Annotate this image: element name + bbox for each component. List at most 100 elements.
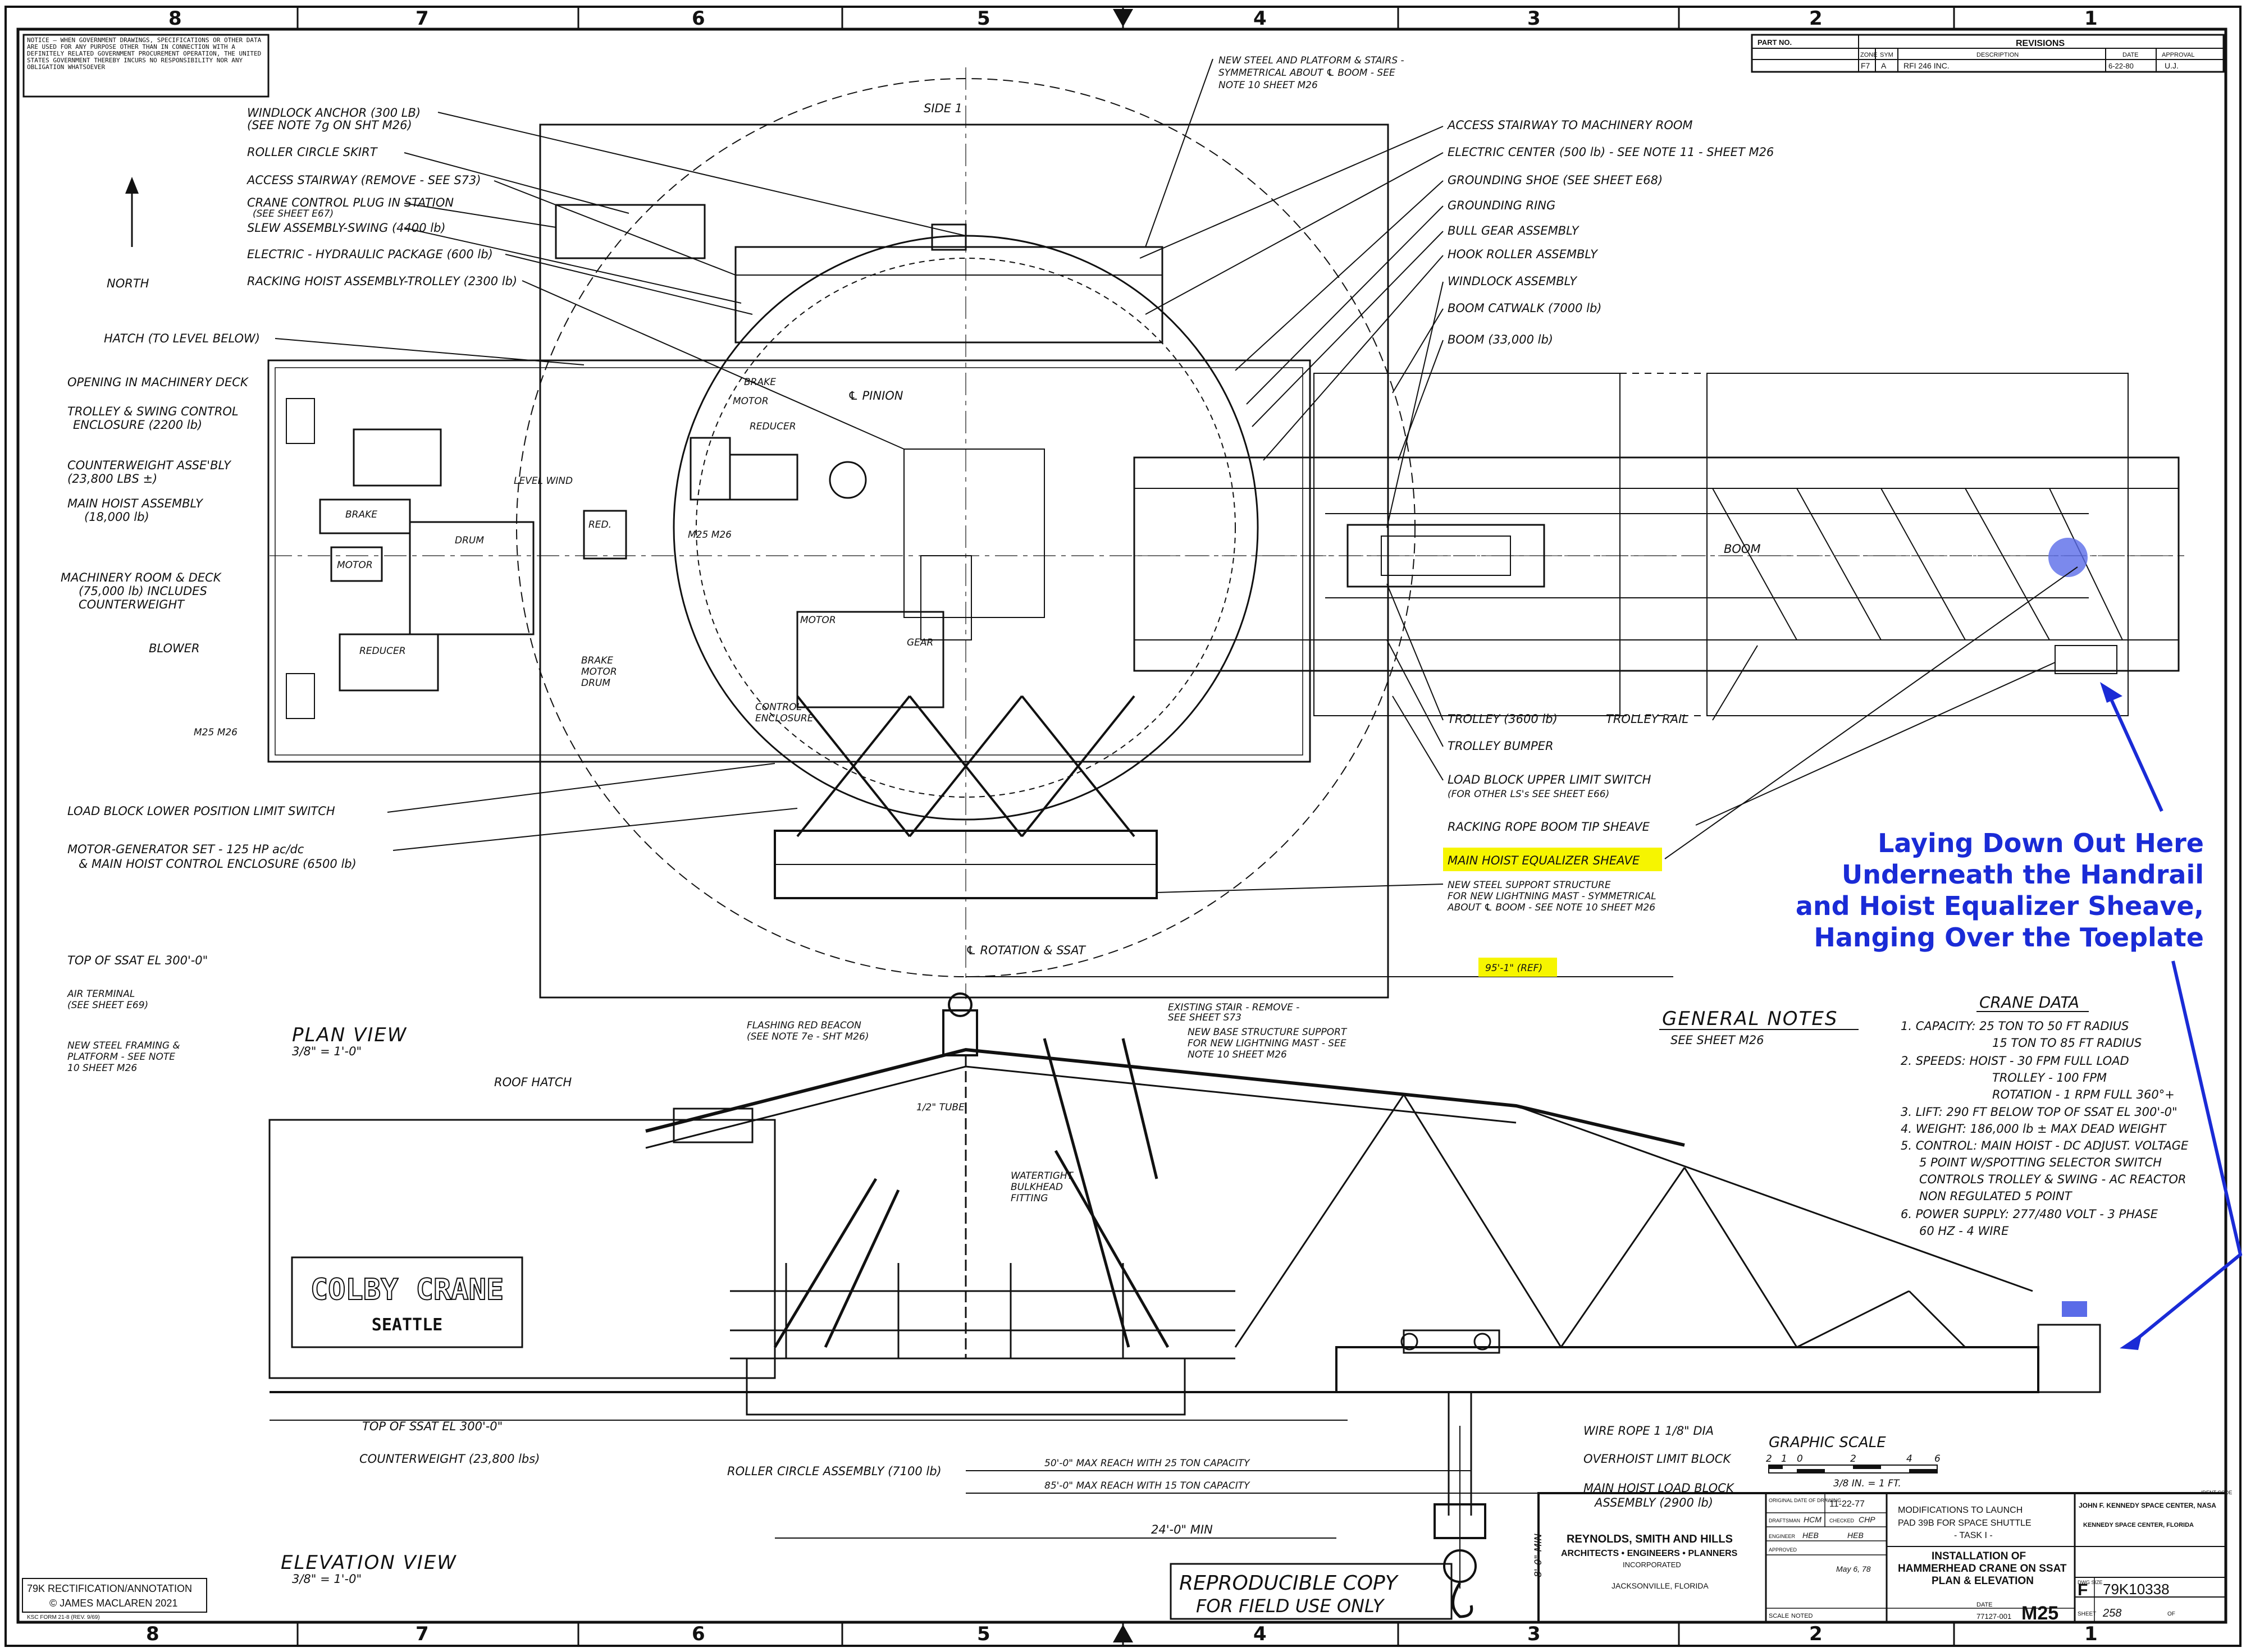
scale-tick: 6 bbox=[1934, 1453, 1941, 1465]
form-number: KSC FORM 21-8 (REV. 9/69) bbox=[27, 1614, 100, 1621]
crane-data-line: 15 TON TO 85 FT RADIUS bbox=[1992, 1036, 2142, 1050]
boom-elevation bbox=[1335, 1346, 2039, 1393]
callout: TROLLEY BUMPER bbox=[1448, 739, 1554, 753]
rev-zone: F7 bbox=[1861, 61, 1870, 70]
callout: (18,000 lb) bbox=[84, 510, 149, 524]
rotation-center-label: ℄ ROTATION & SSAT bbox=[966, 944, 1087, 957]
rev-date: 6-22-80 bbox=[2108, 62, 2134, 70]
elevation-text: PLAN VIEW 3/8" = 1'-0" ELEVATION VIEW 3/… bbox=[281, 1002, 1735, 1586]
rev-header-sym: SYM bbox=[1880, 52, 1893, 58]
zone-label: 5 bbox=[977, 7, 990, 30]
orig-date: 11-22-77 bbox=[1829, 1499, 1865, 1509]
plan-view-scale: 3/8" = 1'-0" bbox=[292, 1045, 362, 1058]
zone-label: 7 bbox=[416, 7, 429, 30]
agency-line-1: JOHN F. KENNEDY SPACE CENTER, NASA bbox=[2079, 1502, 2216, 1509]
revisions-block: PART NO. REVISIONS ZONE SYM DESCRIPTION … bbox=[1751, 34, 2225, 73]
callout: SYMMETRICAL ABOUT ℄ BOOM - SEE bbox=[1218, 67, 1395, 79]
boom-catwalk bbox=[1313, 373, 1620, 716]
hatch-plan bbox=[555, 204, 706, 259]
dimension: 50'-0" MAX REACH WITH 25 TON CAPACITY bbox=[1044, 1458, 1250, 1469]
callout: & MAIN HOIST CONTROL ENCLOSURE (6500 lb) bbox=[79, 857, 357, 871]
callout: NOTE 10 SHEET M26 bbox=[1188, 1049, 1287, 1060]
rev-desc: RFI 246 INC. bbox=[1903, 61, 1950, 70]
label-level-wind: LEVEL WIND bbox=[514, 475, 573, 487]
callout: ROLLER CIRCLE SKIRT bbox=[247, 145, 378, 159]
callout: NEW BASE STRUCTURE SUPPORT bbox=[1188, 1027, 1348, 1038]
seattle-logo: SEATTLE bbox=[372, 1315, 442, 1335]
main-hoist-drum bbox=[409, 521, 535, 635]
dimension: 85'-0" MAX REACH WITH 15 TON CAPACITY bbox=[1044, 1480, 1250, 1491]
elevation-view-scale: 3/8" = 1'-0" bbox=[292, 1572, 362, 1586]
title-line-3: PLAN & ELEVATION bbox=[1932, 1575, 2034, 1587]
callout: NEW STEEL AND PLATFORM & STAIRS - bbox=[1218, 55, 1404, 66]
engineer-2: HEB bbox=[1847, 1531, 1864, 1540]
stamp-line-1: REPRODUCIBLE COPY bbox=[1179, 1572, 1399, 1595]
callout: (FOR OTHER LS's SEE SHEET E66) bbox=[1448, 789, 1609, 800]
boom-label: BOOM bbox=[1724, 542, 1761, 556]
plan-right-callouts: ACCESS STAIRWAY TO MACHINERY ROOM ELECTR… bbox=[1446, 118, 1774, 346]
notes: GENERAL NOTES SEE SHEET M26 CRANE DATA 1… bbox=[1659, 993, 2189, 1489]
mod-line-3: - TASK I - bbox=[1954, 1531, 1993, 1540]
callout: HATCH (TO LEVEL BELOW) bbox=[104, 332, 260, 345]
firm-location: JACKSONVILLE, FLORIDA bbox=[1612, 1581, 1709, 1590]
label-red: RED. bbox=[588, 519, 611, 530]
graphic-scale-unit: 3/8 IN. = 1 FT. bbox=[1833, 1478, 1901, 1489]
credit-line-1: 79K RECTIFICATION/ANNOTATION bbox=[27, 1583, 192, 1594]
callout: (SEE NOTE 7g ON SHT M26) bbox=[247, 118, 412, 132]
plan-leader-lines bbox=[275, 58, 2078, 893]
callout: WINDLOCK ANCHOR (300 LB) bbox=[247, 106, 421, 120]
label-motor: MOTOR bbox=[337, 560, 373, 571]
zone-label: 8 bbox=[146, 1623, 159, 1645]
colby-plate bbox=[291, 1256, 523, 1348]
crane-data-line: 1. CAPACITY: 25 TON TO 50 FT RADIUS bbox=[1901, 1019, 2129, 1033]
checked-label: CHECKED bbox=[1829, 1518, 1855, 1523]
crane-data-title: CRANE DATA bbox=[1979, 993, 2079, 1012]
callout: SEE SHEET S73 bbox=[1168, 1012, 1241, 1023]
scale-label: SCALE bbox=[1769, 1613, 1789, 1619]
callout: TROLLEY & SWING CONTROL bbox=[67, 405, 239, 418]
callout: ROLLER CIRCLE ASSEMBLY (7100 lb) bbox=[727, 1465, 942, 1478]
machinery-deck bbox=[267, 359, 1311, 763]
callout: WIRE ROPE 1 1/8" DIA bbox=[1583, 1424, 1714, 1438]
ref-dimension: 95'-1" (REF) bbox=[1485, 963, 1542, 974]
callout: ASSEMBLY (2900 lb) bbox=[1594, 1496, 1713, 1509]
roller-circle-elevation bbox=[746, 1357, 1186, 1416]
dimension: 24'-0" MIN bbox=[1151, 1523, 1213, 1536]
callout: RACKING HOIST ASSEMBLY-TROLLEY (2300 lb) bbox=[247, 274, 517, 288]
highlight-ref-dim bbox=[1478, 958, 1557, 977]
scale-tick: 2 bbox=[1850, 1453, 1856, 1465]
callout-main-hoist-equalizer-sheave: MAIN HOIST EQUALIZER SHEAVE bbox=[1448, 854, 1640, 867]
crane-data-line: CONTROLS TROLLEY & SWING - AC REACTOR bbox=[1919, 1173, 2186, 1186]
plan-top-callouts: NEW STEEL AND PLATFORM & STAIRS - SYMMET… bbox=[1218, 55, 1404, 91]
top-platform bbox=[734, 246, 1163, 344]
crane-data-line: 4. WEIGHT: 186,000 lb ± MAX DEAD WEIGHT bbox=[1901, 1122, 2167, 1136]
date-label: DATE bbox=[1976, 1601, 1993, 1608]
annotation-line: Hanging Over the Toeplate bbox=[1814, 922, 2204, 953]
callout: ACCESS STAIRWAY TO MACHINERY ROOM bbox=[1446, 118, 1693, 132]
of-label: OF bbox=[2167, 1611, 2175, 1617]
ssat-outline bbox=[539, 123, 1389, 999]
engineer: HEB bbox=[1802, 1531, 1819, 1540]
callout: MACHINERY ROOM & DECK bbox=[61, 571, 222, 584]
crane-data-line: NON REGULATED 5 POINT bbox=[1919, 1189, 2073, 1203]
callout: BULKHEAD bbox=[1011, 1182, 1063, 1193]
sheet-label: SHEET bbox=[2078, 1611, 2096, 1617]
callout: BULL GEAR ASSEMBLY bbox=[1448, 224, 1580, 237]
annotation-line: Underneath the Handrail bbox=[1842, 859, 2204, 890]
callout: BOOM CATWALK (7000 lb) bbox=[1448, 301, 1602, 315]
callout: COUNTERWEIGHT bbox=[79, 598, 185, 611]
crane-data-line: 5 POINT W/SPOTTING SELECTOR SWITCH bbox=[1919, 1156, 2162, 1169]
callout: EXISTING STAIR - REMOVE - bbox=[1168, 1002, 1299, 1013]
rev-header-date: DATE bbox=[2122, 52, 2139, 58]
ident-code-label: IDENT CODE bbox=[2201, 1490, 2232, 1495]
firm-name: REYNOLDS, SMITH AND HILLS bbox=[1567, 1533, 1733, 1545]
zone-label: 6 bbox=[692, 1623, 705, 1645]
rev-sym: A bbox=[1881, 61, 1887, 70]
callout: 1/2" TUBE bbox=[916, 1102, 965, 1113]
government-notice: NOTICE — WHEN GOVERNMENT DRAWINGS, SPECI… bbox=[22, 34, 270, 98]
callout: OVERHOIST LIMIT BLOCK bbox=[1583, 1452, 1732, 1466]
callout: ENCLOSURE (2200 lb) bbox=[73, 418, 202, 432]
grounding-ring bbox=[696, 258, 1236, 798]
plan-view bbox=[125, 67, 2184, 999]
callout: TROLLEY (3600 lb) bbox=[1448, 712, 1558, 726]
